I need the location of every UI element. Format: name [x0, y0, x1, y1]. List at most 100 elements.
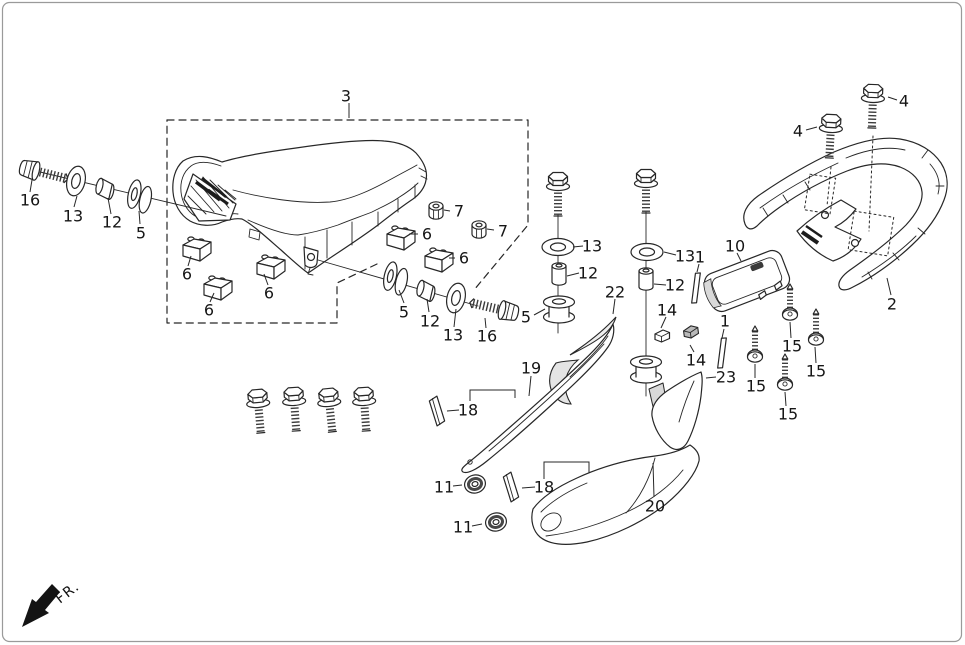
left-cover-fastener-stack [541, 173, 576, 334]
part-label-13: 13 [443, 326, 463, 345]
part-label-18: 18 [534, 478, 554, 497]
leader-line [696, 263, 700, 273]
collar [638, 267, 654, 291]
flange-bolt [352, 387, 378, 432]
rubber-mount [424, 247, 454, 273]
part-label-16: 16 [20, 191, 40, 210]
flange-bolt [18, 158, 71, 188]
leader-line [446, 409, 460, 412]
part-label-6: 6 [459, 249, 469, 268]
leader-line [443, 209, 451, 212]
part-label-5: 5 [399, 303, 409, 322]
pin [716, 336, 728, 370]
collar [93, 177, 117, 201]
seat [172, 139, 428, 276]
leader-line [426, 298, 430, 313]
part-label-12: 12 [665, 276, 685, 295]
leader-line [653, 283, 667, 286]
part-label-22: 22 [605, 283, 625, 302]
part-label-7: 7 [454, 202, 464, 221]
part-label-23: 23 [716, 368, 736, 387]
rear-carrier [743, 135, 948, 291]
leader-line [453, 308, 457, 328]
leader-line [398, 289, 405, 304]
tapping-screw [783, 284, 798, 320]
leader-line [736, 252, 742, 262]
center-cover [703, 249, 791, 313]
rubber-mount [256, 254, 286, 280]
callout-bracket [543, 461, 590, 479]
part-label-6: 6 [182, 265, 192, 284]
flange-bolt [282, 387, 308, 432]
flange-bolt [547, 173, 570, 217]
cap-nut [428, 201, 444, 220]
part-label-4: 4 [899, 92, 909, 111]
right-rear-trim-cover [648, 371, 703, 451]
grommet-washer [482, 509, 510, 535]
part-label-6: 6 [422, 225, 432, 244]
leader-line [263, 273, 269, 286]
leader-line [471, 523, 483, 527]
flange-bolt [635, 170, 658, 214]
grommet [124, 178, 156, 215]
seat-group-boundary-box [166, 119, 529, 324]
part-label-16: 16 [477, 327, 497, 346]
pin [690, 271, 702, 305]
cap-nut [471, 220, 487, 239]
part-label-12: 12 [102, 213, 122, 232]
part-label-1: 1 [695, 248, 705, 267]
washer [630, 242, 664, 262]
part-label-11: 11 [434, 478, 454, 497]
part-label-18: 18 [458, 401, 478, 420]
rubber-mount [182, 236, 212, 262]
left-side-cover [461, 323, 615, 474]
collar [551, 262, 567, 286]
leader-line [805, 126, 818, 131]
rubber-mount [386, 225, 416, 251]
washer [63, 163, 89, 199]
collar [414, 279, 438, 303]
front-direction-indicator: FR. [22, 578, 83, 627]
part-label-15: 15 [778, 405, 798, 424]
leader-line [486, 228, 495, 231]
leader-line [572, 245, 584, 248]
leader-line [107, 197, 112, 215]
flange-bolt [246, 389, 273, 434]
grommet-washer [461, 471, 489, 497]
part-label-20: 20 [645, 497, 665, 516]
part-label-14: 14 [686, 351, 706, 370]
part-label-5: 5 [521, 308, 531, 327]
leader-line [705, 376, 717, 379]
part-label-6: 6 [204, 301, 214, 320]
tapping-screw [778, 354, 793, 390]
carrier-mounting-bracket [796, 199, 862, 262]
part-label-2: 2 [887, 295, 897, 314]
part-label-14: 14 [657, 301, 677, 320]
part-label-13: 13 [582, 237, 602, 256]
leader-line [612, 298, 616, 315]
leader-line [887, 96, 898, 101]
callout-bracket [469, 389, 516, 401]
leader-line [187, 255, 192, 267]
leader-line [452, 484, 463, 487]
carrier-bolt [860, 84, 885, 128]
dowel-pin [502, 471, 520, 503]
leader-line [533, 308, 546, 316]
leader-line [484, 317, 487, 329]
part-label-5: 5 [136, 224, 146, 243]
leader-line [784, 391, 787, 407]
grommet [629, 355, 663, 384]
leader-line [528, 375, 532, 397]
washer [541, 237, 575, 257]
leader-line [660, 316, 667, 329]
tapping-screw [748, 326, 763, 362]
leader-line [789, 321, 792, 339]
part-label-7: 7 [498, 222, 508, 241]
part-label-4: 4 [793, 122, 803, 141]
part-label-11: 11 [453, 518, 473, 537]
leader-line [209, 292, 215, 303]
